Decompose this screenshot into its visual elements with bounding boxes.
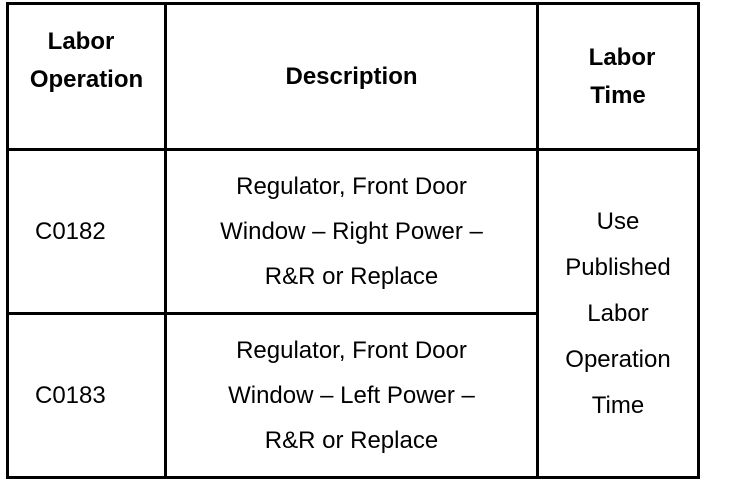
- header-labor-operation-line-1: Labor: [47, 28, 115, 55]
- border-right: [697, 2, 700, 479]
- header-labor-time-line-2: Time: [590, 81, 646, 109]
- header-labor-operation: Labor Operation: [9, 5, 164, 148]
- labor-time-line-1: Use: [596, 207, 640, 235]
- row-2-description-line-3: R&R or Replace: [264, 427, 439, 454]
- row-1-code: C0182: [35, 218, 106, 245]
- labor-time-line-5: Time: [591, 391, 645, 419]
- header-labor-operation-line-2: Operation: [29, 66, 144, 93]
- labor-time-value: Use Published Labor Operation Time: [539, 151, 697, 476]
- divider-col-1: [164, 2, 167, 479]
- labor-time-line-3: Labor: [587, 299, 649, 327]
- border-bottom: [6, 476, 700, 479]
- divider-row: [6, 312, 539, 315]
- divider-header: [6, 148, 700, 151]
- header-description: Description: [167, 5, 536, 148]
- labor-time-line-4: Operation: [565, 345, 671, 373]
- row-2-description-line-1: Regulator, Front Door: [236, 337, 467, 364]
- table-row-1-code: C0182: [9, 151, 164, 312]
- row-2-description-line-2: Window – Left Power –: [228, 382, 475, 409]
- border-top: [6, 2, 700, 5]
- row-1-description-line-2: Window – Right Power –: [220, 218, 483, 245]
- row-2-code: C0183: [35, 382, 106, 409]
- header-labor-time-line-1: Labor: [588, 43, 656, 71]
- row-1-description-line-1: Regulator, Front Door: [236, 173, 467, 200]
- table-row-2-code: C0183: [9, 315, 164, 476]
- header-description-label: Description: [285, 62, 418, 90]
- table-row-2-description: Regulator, Front Door Window – Left Powe…: [167, 315, 536, 476]
- table-row-1-description: Regulator, Front Door Window – Right Pow…: [167, 151, 536, 312]
- header-labor-time: Labor Time: [539, 5, 697, 148]
- divider-col-2: [536, 2, 539, 479]
- row-1-description-line-3: R&R or Replace: [264, 263, 439, 290]
- labor-time-line-2: Published: [565, 253, 671, 281]
- border-left: [6, 2, 9, 479]
